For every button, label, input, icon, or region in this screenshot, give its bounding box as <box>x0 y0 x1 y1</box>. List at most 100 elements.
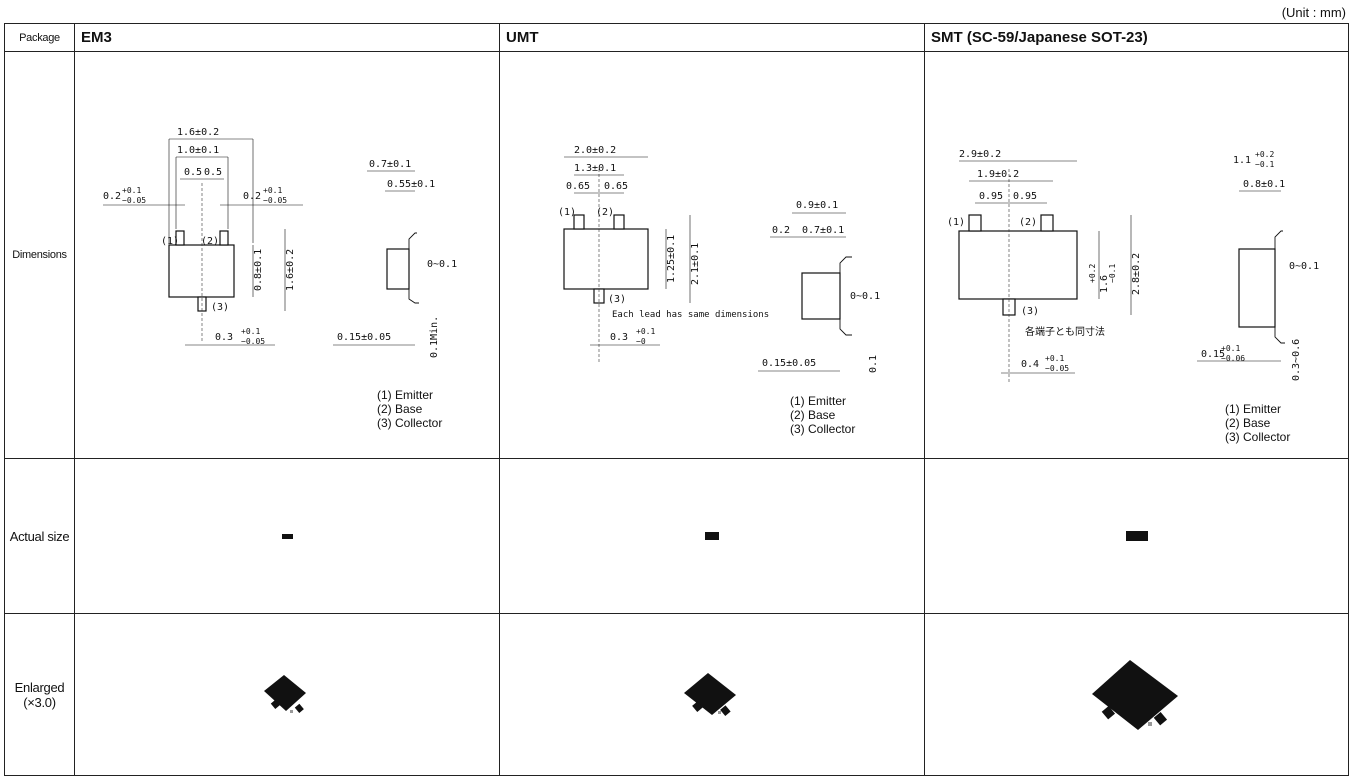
umt-enlarged-cell <box>499 613 925 776</box>
smt-legend-emitter: (1) Emitter <box>1225 402 1281 416</box>
package-row: Package EM3 UMT SMT (SC-59/Japanese SOT-… <box>4 23 1349 52</box>
umt-actual-chip <box>705 532 719 540</box>
smt-body-width: 1.9±0.2 <box>977 169 1019 180</box>
em3-lead-left-tol-plus: +0.1 <box>122 186 141 195</box>
smt-side-lead-bottom <box>1274 326 1285 343</box>
smt-body-height-tol-minus: −0.1 <box>1108 263 1117 282</box>
umt-note: Each lead has same dimensions <box>612 310 769 320</box>
em3-side-lead-bottom <box>408 288 419 303</box>
smt-side-lead-top <box>1274 230 1283 249</box>
em3-enlarged-cell <box>74 613 500 776</box>
em3-overall-width: 1.6±0.2 <box>177 127 219 138</box>
smt-lead-2 <box>1040 213 1054 232</box>
smt-lead-thickness: 0.15 <box>1201 349 1225 360</box>
em3-body <box>168 243 235 298</box>
umt-lead-width: 0.3 <box>610 332 628 343</box>
em3-overall-height: 1.6±0.2 <box>285 248 296 290</box>
em3-lead-right-tol-minus: −0.05 <box>263 196 287 205</box>
em3-legend-base: (2) Base <box>377 402 423 416</box>
umt-body-width: 1.3±0.1 <box>574 163 616 174</box>
smt-body <box>958 229 1078 300</box>
row-header-dimensions: Dimensions <box>4 51 75 459</box>
smt-foot: 0.3~0.6 <box>1291 338 1302 380</box>
unit-label: (Unit : mm) <box>1281 5 1346 20</box>
enlarged-row: Enlarged (×3.0) <box>4 613 1349 776</box>
em3-drawing-cell: (1) (2) (3) 1.6±0.2 1.0±0.1 0.5 0.5 0.2 … <box>74 51 500 459</box>
smt-pin-1: (1) <box>947 217 965 228</box>
smt-side-total-tol-minus: −0.1 <box>1255 160 1274 169</box>
umt-overall-width: 2.0±0.2 <box>574 145 616 156</box>
dimensions-row: Dimensions (1) (2) (3) 1.6±0.2 <box>4 51 1349 459</box>
smt-overall-height: 2.8±0.2 <box>1131 252 1142 294</box>
em3-legend-emitter: (1) Emitter <box>377 388 433 402</box>
em3-lead-right: 0.2 <box>243 191 261 202</box>
smt-pin-3: (3) <box>1021 306 1039 317</box>
umt-body-height: 1.25±0.1 <box>666 234 677 282</box>
umt-legend-base: (2) Base <box>790 408 836 422</box>
umt-actual-cell <box>499 458 925 614</box>
smt-enlarged-cell <box>924 613 1349 776</box>
umt-drawing-cell: (1) (2) (3) 2.0±0.2 1.3±0.1 0.65 0.65 1.… <box>499 51 925 459</box>
em3-body-width: 1.0±0.1 <box>177 145 219 156</box>
em3-lead-width-tol-plus: +0.1 <box>241 327 260 336</box>
umt-side-body: 0.7±0.1 <box>802 225 844 236</box>
em3-lead-width: 0.3 <box>215 332 233 343</box>
package-name-smt: SMT (SC-59/Japanese SOT-23) <box>924 23 1349 52</box>
umt-lead-thickness: 0.15±0.05 <box>762 358 816 369</box>
em3-enlarged-photo <box>264 674 306 713</box>
em3-legend-collector: (3) Collector <box>377 416 442 430</box>
umt-pin-3: (3) <box>608 294 626 305</box>
umt-side-lead-bottom <box>839 318 852 335</box>
smt-lead-width-tol-plus: +0.1 <box>1045 354 1064 363</box>
em3-lead-thickness: 0.15±0.05 <box>337 332 391 343</box>
smt-side-total-tol-plus: +0.2 <box>1255 150 1274 159</box>
umt-side-left: 0.2 <box>772 225 790 236</box>
smt-side-body-outline <box>1238 247 1276 328</box>
smt-pitch-a: 0.95 <box>979 191 1003 202</box>
umt-body <box>563 227 649 290</box>
umt-lead-width-tol-plus: +0.1 <box>636 327 655 336</box>
smt-lead-width-tol-minus: −0.05 <box>1045 364 1069 373</box>
umt-legend-emitter: (1) Emitter <box>790 394 846 408</box>
row-header-package: Package <box>4 23 75 52</box>
smt-pitch-b: 0.95 <box>1013 191 1037 202</box>
umt-overall-height: 2.1±0.1 <box>690 242 701 284</box>
package-name-em3: EM3 <box>74 23 500 52</box>
em3-min-len: 0.1Min. <box>429 315 440 357</box>
smt-legend-collector: (3) Collector <box>1225 430 1290 444</box>
em3-lead-width-tol-minus: −0.05 <box>241 337 265 346</box>
umt-pitch-a: 0.65 <box>566 181 590 192</box>
em3-body-height: 0.8±0.1 <box>253 248 264 290</box>
umt-enlarged-photo <box>684 672 736 716</box>
smt-dimension-drawing: (1) (2) (3) 2.9±0.2 1.9±0.2 0.95 0.95 1.… <box>947 149 1319 444</box>
umt-lead-1 <box>573 213 585 230</box>
smt-lead-1 <box>968 213 982 232</box>
smt-overall-width: 2.9±0.2 <box>959 149 1001 160</box>
row-header-actual-size: Actual size <box>4 458 75 614</box>
em3-dimension-drawing: (1) (2) (3) 1.6±0.2 1.0±0.1 0.5 0.5 0.2 … <box>103 127 457 430</box>
umt-lead-width-tol-minus: −0 <box>636 337 646 346</box>
actual-size-row: Actual size <box>4 458 1349 614</box>
em3-side-total: 0.7±0.1 <box>369 159 411 170</box>
em3-lead-2 <box>219 229 229 246</box>
smt-lead-width: 0.4 <box>1021 359 1039 370</box>
smt-note: 各端子とも同寸法 <box>1025 325 1105 338</box>
smt-drawing-cell: (1) (2) (3) 2.9±0.2 1.9±0.2 0.95 0.95 1.… <box>924 51 1349 459</box>
umt-pin-1: (1) <box>558 207 576 218</box>
smt-lead-thickness-tol-minus: −0.06 <box>1221 354 1245 363</box>
smt-enlarged-photo <box>1091 659 1178 730</box>
umt-foot: 0.1 <box>868 354 879 372</box>
em3-lead-1 <box>175 229 185 246</box>
em3-pin-3: (3) <box>211 302 229 313</box>
umt-pin-2: (2) <box>596 207 614 218</box>
em3-pitch-b: 0.5 <box>204 167 222 178</box>
em3-lead-right-tol-plus: +0.1 <box>263 186 282 195</box>
smt-standoff: 0~0.1 <box>1289 261 1319 272</box>
em3-pin-2: (2) <box>201 236 219 247</box>
smt-side-body: 0.8±0.1 <box>1243 179 1285 190</box>
umt-dimension-drawing: (1) (2) (3) 2.0±0.2 1.3±0.1 0.65 0.65 1.… <box>558 145 880 436</box>
package-name-umt: UMT <box>499 23 925 52</box>
smt-body-height-tol-plus: +0.2 <box>1088 263 1097 282</box>
smt-pin-2: (2) <box>1019 217 1037 228</box>
package-table: Package EM3 UMT SMT (SC-59/Japanese SOT-… <box>4 23 1349 776</box>
